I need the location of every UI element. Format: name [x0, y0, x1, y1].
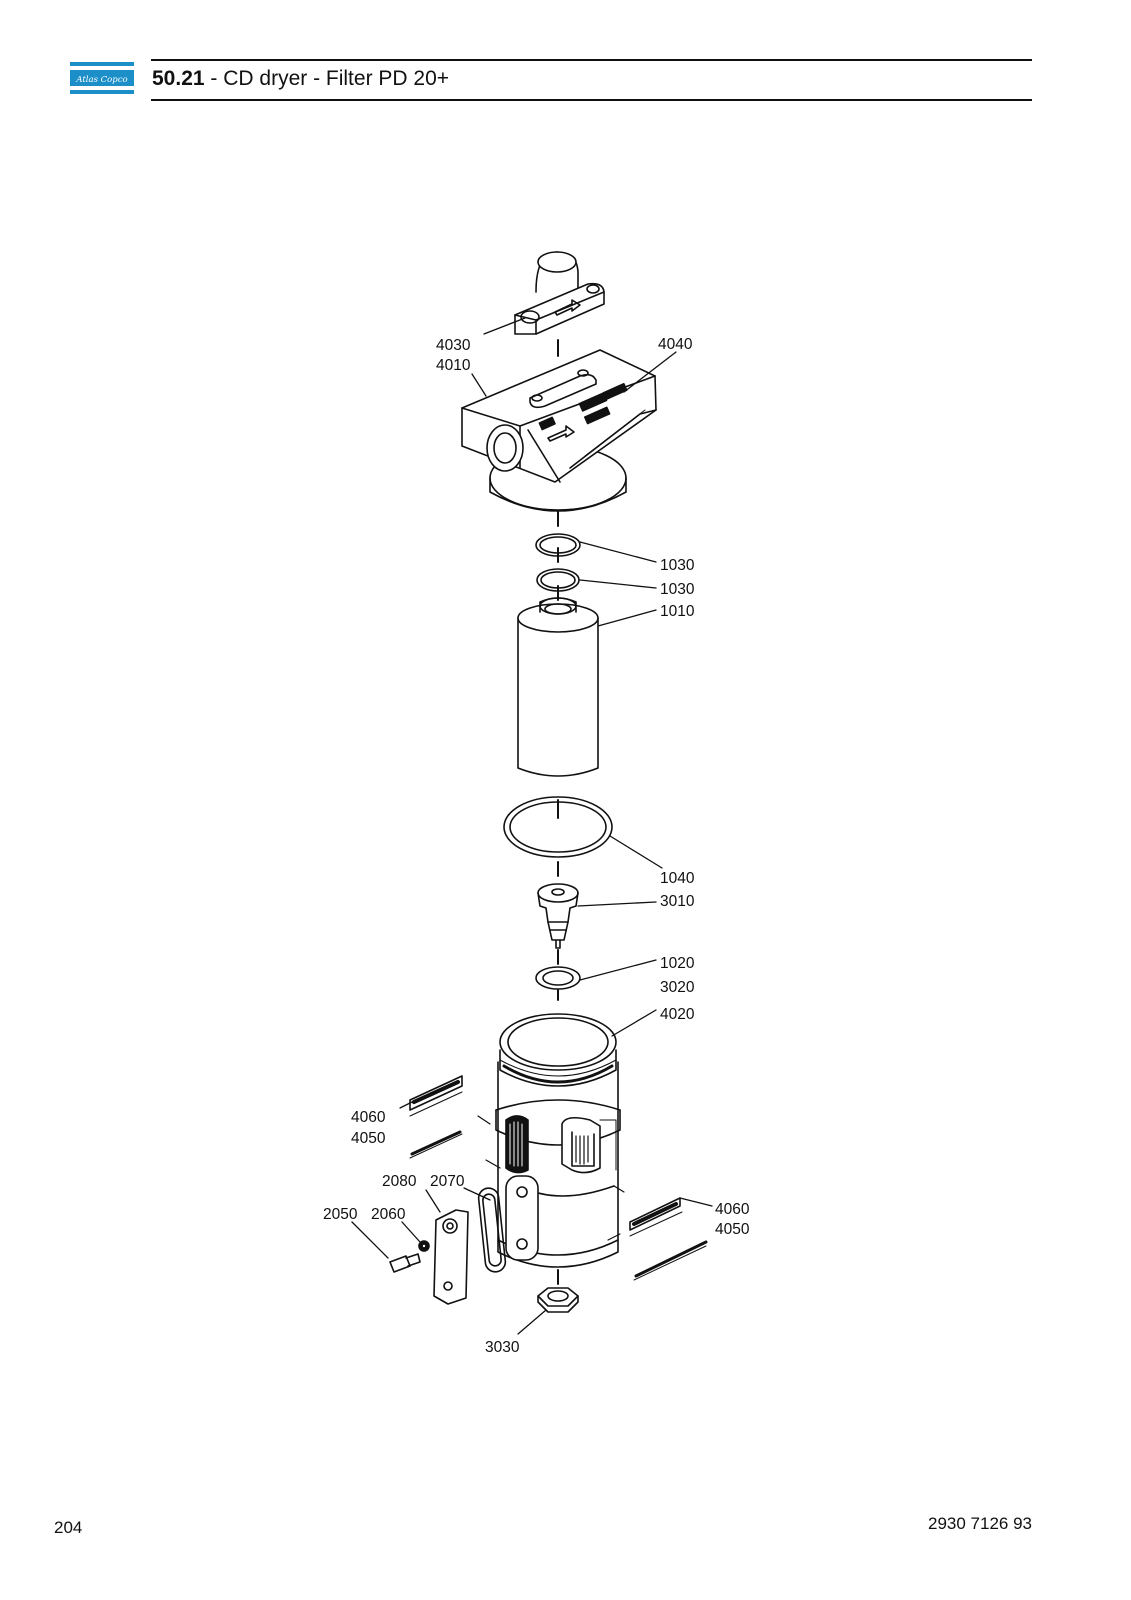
callout-2050: 2050: [323, 1206, 358, 1223]
header-rule-bottom: [151, 99, 1032, 101]
section-title: - CD dryer - Filter PD 20+: [204, 67, 450, 90]
callout-4020: 4020: [660, 1006, 695, 1023]
leader-lines: [351, 317, 713, 1335]
callout-1010: 1010: [660, 603, 695, 620]
part-1040-large-o-ring: [503, 796, 613, 858]
part-2060-washer: [418, 1240, 430, 1252]
part-4050-strip-left: [409, 1130, 463, 1159]
callout-3020: 3020: [660, 979, 695, 996]
callout-4010: 4010: [436, 357, 471, 374]
part-4050-strip-right: [633, 1240, 708, 1281]
callout-labels: 4030 4010 4040 1030 1030 1010 1040 3010 …: [323, 336, 750, 1356]
logo-wordmark: Atlas Copco: [75, 75, 127, 85]
part-4010-filter-head: [461, 349, 657, 512]
callout-1040: 1040: [660, 870, 695, 887]
callout-1030-upper: 1030: [660, 557, 695, 574]
part-3010-drain-valve: [537, 883, 579, 949]
callout-2080: 2080: [382, 1173, 417, 1190]
callout-4050-left: 4050: [351, 1130, 386, 1147]
page-title: 50.21 - CD dryer - Filter PD 20+: [152, 66, 449, 92]
part-4060-decal-right: [629, 1197, 683, 1237]
document-number: 2930 7126 93: [928, 1514, 1032, 1533]
callout-4040: 4040: [658, 336, 693, 353]
page-number: 204: [54, 1518, 83, 1537]
atlas-copco-logo: Atlas Copco: [70, 62, 134, 94]
part-4060-decal-left: [409, 1075, 463, 1117]
part-4030-pressure-indicator: [514, 251, 605, 335]
callout-1030-lower: 1030: [660, 581, 695, 598]
part-3030-nut: [537, 1287, 579, 1313]
callout-1020: 1020: [660, 955, 695, 972]
part-1030-o-ring-upper: [535, 533, 581, 557]
part-1030-o-ring-lower: [536, 568, 580, 592]
part-2080-sight-glass: [505, 1175, 539, 1261]
callout-4030: 4030: [436, 337, 471, 354]
part-2060-cover: [433, 1209, 469, 1305]
header-rule-top: [151, 59, 1032, 61]
callout-4050-right: 4050: [715, 1221, 750, 1238]
part-2070-sight-glass-seal: [477, 1187, 507, 1273]
callout-2070: 2070: [430, 1173, 465, 1190]
callout-4060-left: 4060: [351, 1109, 386, 1126]
section-number: 50.21: [152, 67, 205, 90]
callout-3010: 3010: [660, 893, 695, 910]
part-1020-seal: [535, 966, 581, 990]
part-2050-screw: [389, 1253, 421, 1273]
callout-2060: 2060: [371, 1206, 406, 1223]
callout-3030: 3030: [485, 1339, 520, 1356]
callout-4060-right: 4060: [715, 1201, 750, 1218]
part-1010-filter-element: [517, 597, 599, 777]
